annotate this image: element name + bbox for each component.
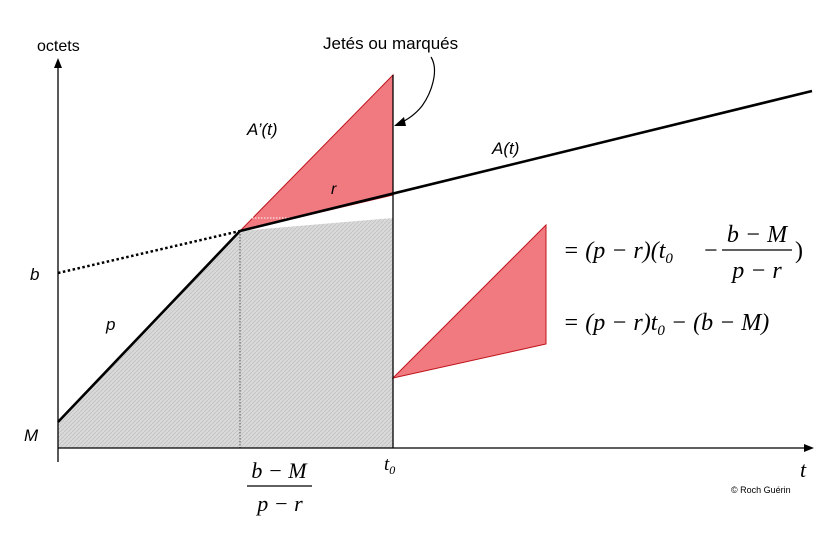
- peak-rate-segment: [57, 230, 241, 423]
- equation-1-subscript: 0: [665, 251, 673, 267]
- x-tick-numerator: b − M: [251, 458, 308, 483]
- equation-1-minus: −: [704, 238, 718, 264]
- equation-1-suffix: ): [795, 238, 803, 264]
- copyright-label: © Roch Guérin: [731, 485, 791, 495]
- y-axis-arrow: [54, 58, 62, 68]
- r-label: r: [331, 181, 337, 198]
- callout-arrowhead: [394, 117, 406, 126]
- t0-tick-label: t0: [384, 454, 395, 477]
- callout-label: Jetés ou marqués: [323, 34, 458, 53]
- b-label: b: [30, 265, 39, 284]
- equation-2-text: = (p − r)t0 − (b − M): [563, 310, 769, 339]
- x-axis-label: t: [800, 457, 807, 482]
- t0-subscript: 0: [389, 463, 395, 477]
- a-prime-label: A’(t): [246, 120, 278, 139]
- equation-1-prefix: = (p − r)(t0: [563, 238, 673, 267]
- t0-base: t: [384, 454, 390, 475]
- x-axis-arrow: [804, 444, 814, 452]
- a-label: A(t): [491, 139, 519, 158]
- b-intercept-line: [57, 229, 241, 275]
- a-t-line: [239, 89, 813, 233]
- x-tick-fraction: b − M p − r: [247, 458, 312, 516]
- y-axis-label: octets: [37, 38, 80, 55]
- x-tick-denominator: p − r: [255, 491, 303, 516]
- callout-arrow: [397, 56, 435, 125]
- equation-2-subscript: 0: [657, 323, 665, 339]
- excess-triangle: [238, 73, 394, 232]
- area-under-curve: [58, 218, 393, 448]
- m-label: M: [24, 426, 39, 445]
- p-label: p: [105, 315, 115, 334]
- equation-1-numerator: b − M: [727, 222, 789, 248]
- equation-2: = (p − r)t0 − (b − M): [563, 310, 769, 339]
- equation-1-denominator: p − r: [730, 258, 782, 284]
- equation-1: = (p − r)(t0 − b − M p − r ): [563, 222, 803, 284]
- detached-triangle: [391, 223, 547, 379]
